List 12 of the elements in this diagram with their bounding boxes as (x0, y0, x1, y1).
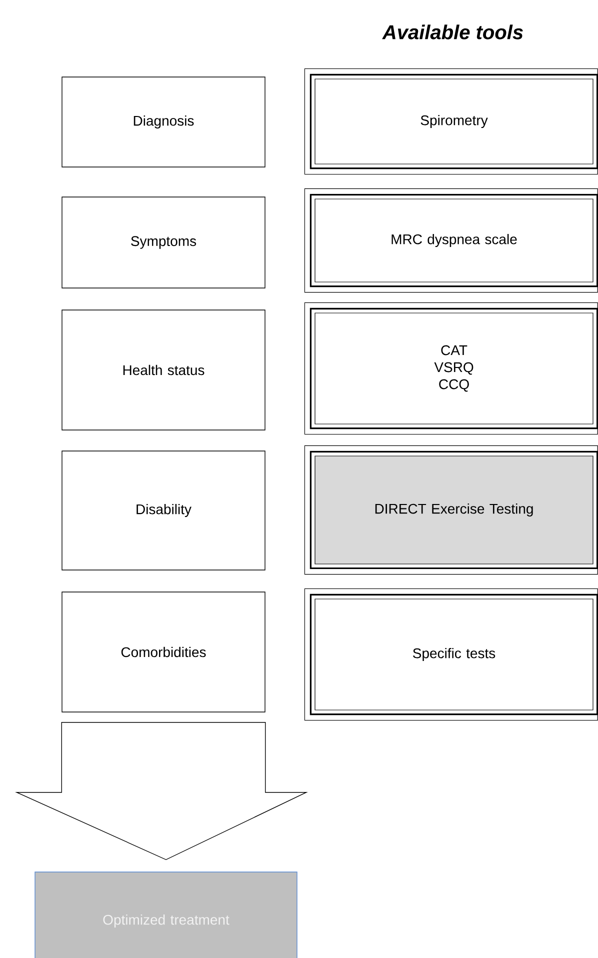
category-box: Diagnosis (62, 76, 266, 168)
category-box: Symptoms (62, 196, 266, 288)
tool-box: MRC dyspnea scale (304, 188, 598, 293)
block-arrow (15, 722, 308, 860)
tool-box: Spirometry (304, 68, 598, 175)
tool-box: CAT VSRQ CCQ (304, 302, 598, 435)
category-box: Disability (62, 450, 266, 570)
heading: Available tools (382, 24, 523, 40)
tool-box: DIRECT Exercise Testing (304, 445, 598, 575)
category-box: Comorbidities (62, 592, 266, 712)
category-box: Health status (62, 310, 266, 430)
tool-box: Specific tests (304, 588, 598, 721)
